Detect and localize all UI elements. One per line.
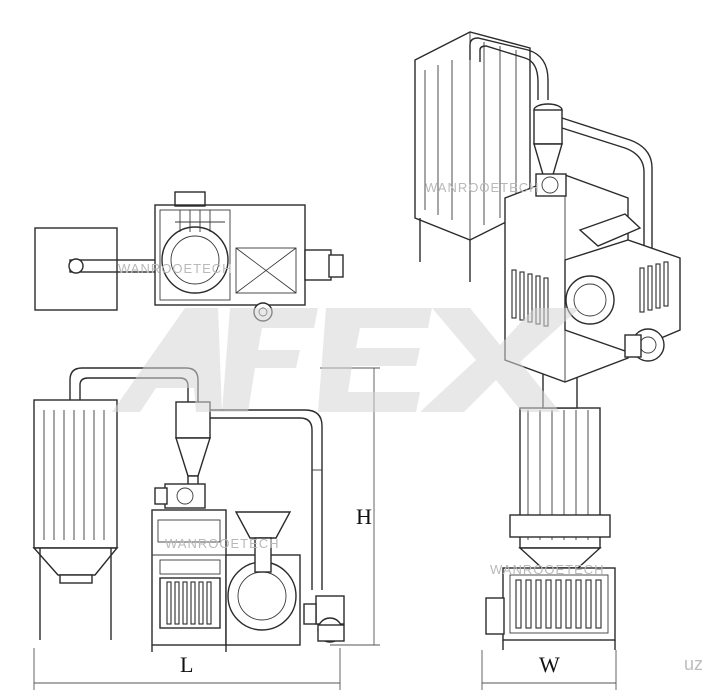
brand-watermark-top: WANROOETECH [118, 261, 233, 276]
side-view [485, 355, 616, 650]
site-watermark: uz [684, 654, 703, 674]
iso-grill [511, 269, 549, 327]
brand-watermark-side: WANROOETECH [490, 562, 605, 577]
dimension-lines [33, 367, 617, 690]
top-plan-view [34, 191, 344, 322]
iso-side-grill [639, 261, 669, 313]
front-grill [166, 581, 212, 625]
length-label: L [180, 652, 193, 677]
front-view [32, 367, 345, 652]
width-label: W [539, 652, 560, 677]
side-grill [515, 579, 602, 629]
afex-logo-watermark [112, 308, 580, 412]
brand-watermark-front: WANROOETECH [165, 536, 280, 551]
brand-watermark-iso: WANROOETECH [425, 180, 540, 195]
height-label: H [356, 504, 372, 529]
